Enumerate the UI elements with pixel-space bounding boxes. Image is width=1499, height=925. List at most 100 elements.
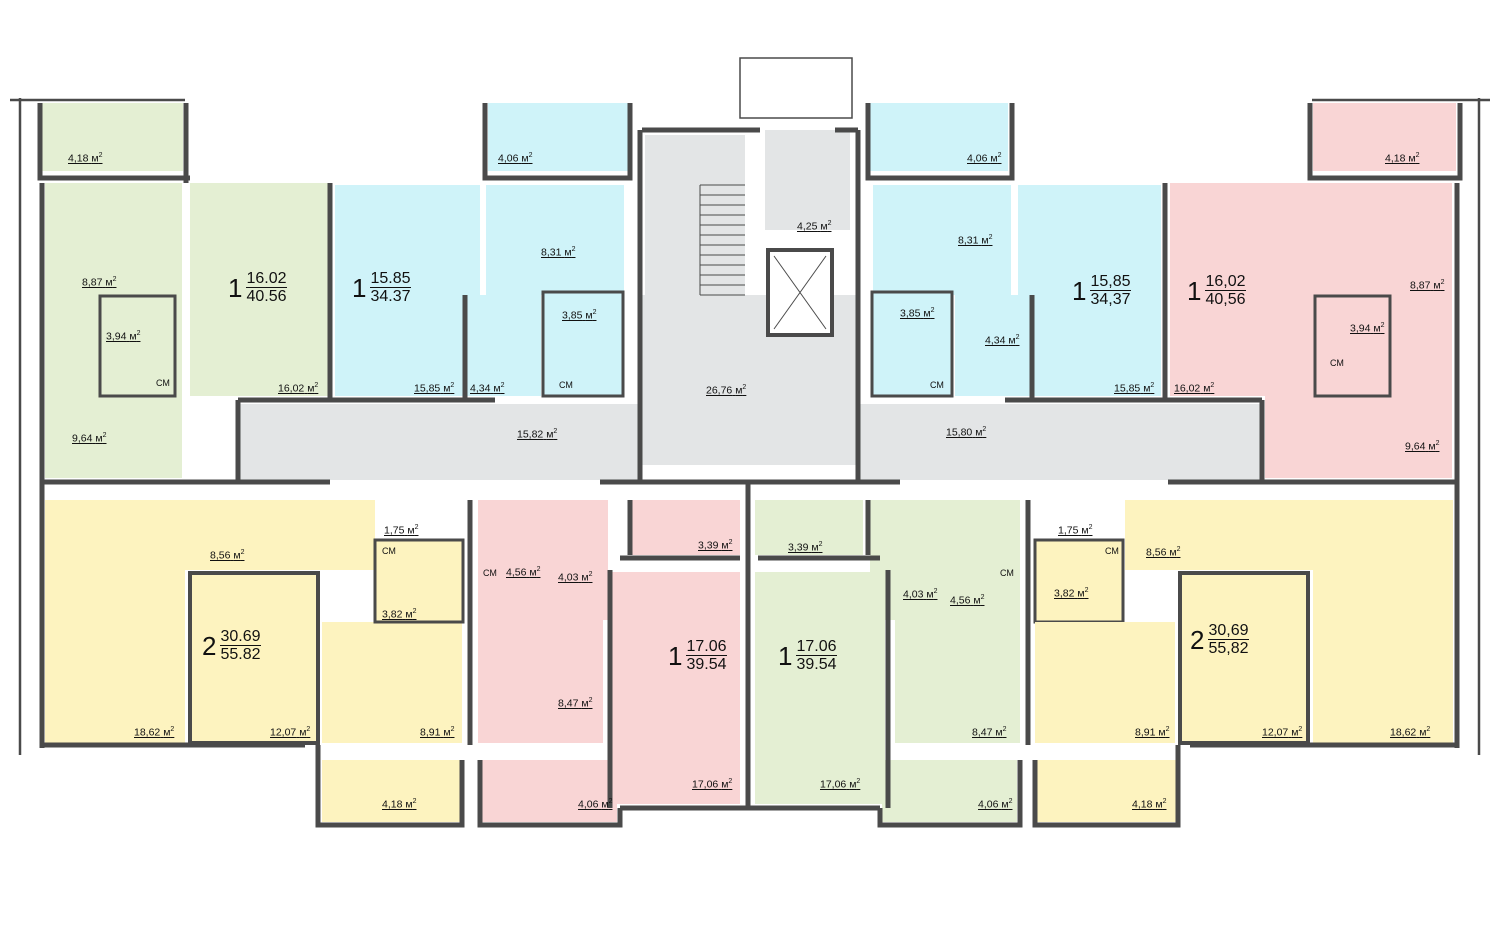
room-area-label: 9,64 м2: [1405, 440, 1440, 453]
room-area-label: 1,75 м2: [384, 524, 419, 537]
apartment-living-area: 15,85: [1090, 273, 1131, 291]
room-balcony: [322, 760, 462, 822]
apartment-living-area: 30,69: [1208, 622, 1249, 640]
room-area-label: 4,03 м2: [558, 571, 593, 584]
apartment-total-area: 39.54: [796, 656, 837, 673]
apartment-total-area: 40,56: [1205, 291, 1246, 308]
room-area-label: 8,56 м2: [210, 549, 245, 562]
vestibule: [765, 130, 850, 230]
room-area-label: 1,75 м2: [1058, 524, 1093, 537]
room-kitchen: [895, 620, 1020, 743]
room-area-label: 18,62 м2: [1390, 726, 1431, 739]
room-area-label: 18,62 м2: [134, 726, 175, 739]
room-area-label: 15,80 м2: [946, 426, 987, 439]
room-area-label: 8,47 м2: [972, 726, 1007, 739]
room-area-label: 8,47 м2: [558, 697, 593, 710]
room-area-label: 4,56 м2: [950, 594, 985, 607]
room-area-label: 16,02 м2: [1174, 382, 1215, 395]
room-balcony: [882, 760, 1017, 822]
room-area-label: 4,03 м2: [903, 588, 938, 601]
room-bedroom: [188, 571, 320, 745]
room-area-label: 26,76 м2: [706, 384, 747, 397]
apartment-rooms: 1: [1187, 275, 1202, 306]
apartment-rooms: 1: [1072, 275, 1087, 306]
washing-machine-label: СМ: [559, 380, 573, 390]
apartment-living-area: 16.02: [246, 270, 287, 288]
corridor-left: [240, 404, 640, 480]
room-area-label: 17,06 м2: [692, 778, 733, 791]
room-area-label: 3,82 м2: [1054, 587, 1089, 600]
room-balcony: [40, 103, 183, 171]
room-area-label: 12,07 м2: [270, 726, 311, 739]
room-living: [190, 183, 330, 396]
room-area-label: 8,87 м2: [82, 276, 117, 289]
room-balcony: [1313, 103, 1456, 171]
apartment-rooms: 1: [228, 272, 243, 303]
room-hall: [466, 295, 541, 396]
room-balcony: [482, 760, 617, 822]
corridor-right: [860, 404, 1260, 480]
room-area-label: 3,94 м2: [106, 330, 141, 343]
room-hall: [1125, 500, 1315, 570]
room-bathroom: [98, 294, 177, 398]
room-bathroom: [1313, 294, 1392, 398]
room-area-label: 4,34 м2: [985, 334, 1020, 347]
room-kitchen: [873, 185, 1011, 295]
room-area-label: 3,82 м2: [382, 608, 417, 621]
room-area-label: 15,82 м2: [517, 428, 558, 441]
apartment-rooms: 1: [778, 640, 793, 671]
room-area-label: 17,06 м2: [820, 778, 861, 791]
room-living: [45, 500, 185, 743]
room-area-label: 8,91 м2: [420, 726, 455, 739]
room-area-label: 4,06 м2: [978, 798, 1013, 811]
apartment-rooms: 2: [1190, 624, 1205, 655]
room-bedroom: [1178, 571, 1310, 745]
room-area-label: 9,64 м2: [72, 432, 107, 445]
room-area-label: 3,94 м2: [1350, 322, 1385, 335]
room-hall: [955, 295, 1030, 396]
apartment-living-area: 17.06: [796, 638, 837, 656]
room-area-label: 4,18 м2: [1132, 798, 1167, 811]
room-kitchen: [486, 185, 624, 295]
room-living: [1018, 185, 1161, 396]
room-balcony: [870, 103, 1008, 171]
room-area-label: 3,85 м2: [562, 309, 597, 322]
room-area-label: 8,31 м2: [958, 234, 993, 247]
apartment-living-area: 17.06: [686, 638, 727, 656]
washing-machine-label: СМ: [483, 568, 497, 578]
room-area-label: 4,06 м2: [967, 152, 1002, 165]
room-kitchen: [478, 620, 603, 743]
room-bathroom: [541, 290, 625, 398]
room-storage: [632, 500, 740, 555]
apartment-rooms: 1: [668, 640, 683, 671]
apartment-living-area: 30.69: [220, 628, 261, 646]
room-area-label: 4,06 м2: [578, 798, 613, 811]
room-area-label: 15,85 м2: [414, 382, 455, 395]
room-balcony: [488, 103, 628, 171]
apartment-rooms: 1: [352, 272, 367, 303]
washing-machine-label: СМ: [156, 378, 170, 388]
room-area-label: 4,06 м2: [498, 152, 533, 165]
room-area-label: 8,31 м2: [541, 246, 576, 259]
room-area-label: 8,87 м2: [1410, 279, 1445, 292]
room-corridor: [478, 500, 608, 620]
apartment-living-area: 15.85: [370, 270, 411, 288]
room-corridor: [870, 500, 1020, 620]
room-area-label: 3,85 м2: [900, 307, 935, 320]
room-kitchen: [322, 622, 462, 743]
washing-machine-label: СМ: [930, 380, 944, 390]
room-kitchen: [1035, 622, 1175, 743]
apartment-living-area: 16,02: [1205, 273, 1246, 291]
washing-machine-label: СМ: [382, 546, 396, 556]
room-area-label: 3,39 м2: [698, 539, 733, 552]
apartment-rooms: 2: [202, 630, 217, 661]
washing-machine-label: СМ: [1000, 568, 1014, 578]
